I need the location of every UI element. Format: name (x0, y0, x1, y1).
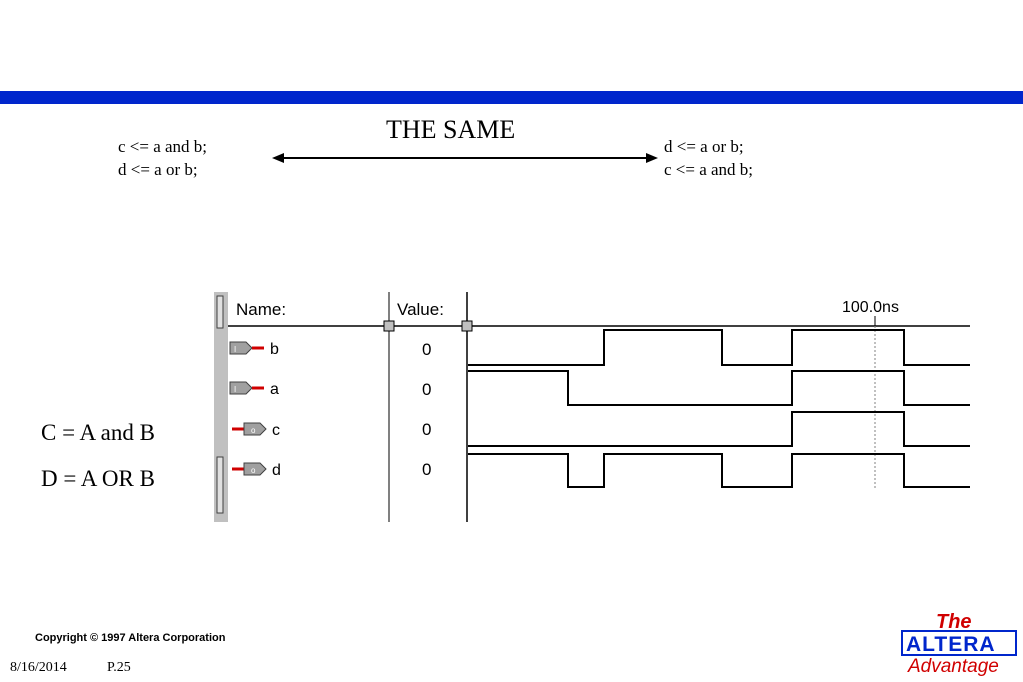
left-code-block: c <= a and b; d <= a or b; (118, 135, 207, 181)
waveform-trace-b (468, 329, 970, 366)
column-resize-handle-name[interactable] (383, 320, 395, 332)
waveform-trace-d (468, 453, 970, 488)
signal-name-a: a (270, 381, 279, 398)
signal-row-a[interactable]: I a 0 (229, 370, 970, 406)
value-column-header: Value: (397, 300, 444, 319)
signal-value-c: 0 (422, 420, 431, 439)
slide-title: THE SAME (386, 115, 516, 144)
footer-date: 8/16/2014 (10, 660, 67, 675)
time-marker-label: 100.0ns (842, 299, 899, 316)
signal-value-a: 0 (422, 380, 431, 399)
scrollbar-thumb-bottom[interactable] (216, 456, 224, 514)
signal-row-b[interactable]: I b 0 (229, 329, 970, 366)
signal-row-d[interactable]: o d 0 (232, 453, 970, 488)
svg-text:Advantage: Advantage (907, 656, 999, 677)
header-blue-bar (0, 91, 1023, 104)
input-pin-icon (229, 341, 253, 355)
equation-d: D = A OR B (41, 466, 155, 491)
svg-text:I: I (234, 385, 236, 394)
svg-text:ALTERA: ALTERA (906, 633, 996, 656)
waveform-panel: Name: Value: 100.0ns I b 0 I a 0 o c 0 o… (214, 292, 970, 522)
signal-row-c[interactable]: o c 0 (232, 411, 970, 447)
svg-text:o: o (251, 466, 256, 475)
signal-value-d: 0 (422, 460, 431, 479)
waveform-trace-a (468, 370, 970, 406)
right-code-line-1: d <= a or b; (664, 137, 744, 156)
name-column-header: Name: (236, 300, 286, 319)
signal-name-b: b (270, 341, 279, 358)
right-code-line-2: c <= a and b; (664, 160, 754, 179)
signal-name-d: d (272, 462, 281, 479)
svg-text:o: o (251, 426, 256, 435)
column-resize-handle-value[interactable] (461, 320, 473, 332)
left-code-line-1: c <= a and b; (118, 137, 208, 156)
right-code-block: d <= a or b; c <= a and b; (664, 135, 753, 181)
left-code-line-2: d <= a or b; (118, 160, 198, 179)
input-pin-icon (229, 381, 253, 395)
double-arrow (272, 153, 658, 163)
equation-c: C = A and B (41, 420, 155, 445)
output-pin-icon (243, 422, 267, 436)
signal-name-c: c (272, 422, 280, 439)
waveform-trace-c (468, 411, 970, 447)
copyright-text: Copyright © 1997 Altera Corporation (35, 632, 226, 644)
svg-text:The: The (936, 611, 972, 633)
signal-value-b: 0 (422, 340, 431, 359)
footer-page-number: P.25 (107, 660, 131, 675)
svg-text:I: I (234, 345, 236, 354)
scrollbar-thumb-top[interactable] (216, 295, 224, 329)
altera-advantage-logo: The ALTERA Advantage (901, 611, 1017, 677)
output-pin-icon (243, 462, 267, 476)
